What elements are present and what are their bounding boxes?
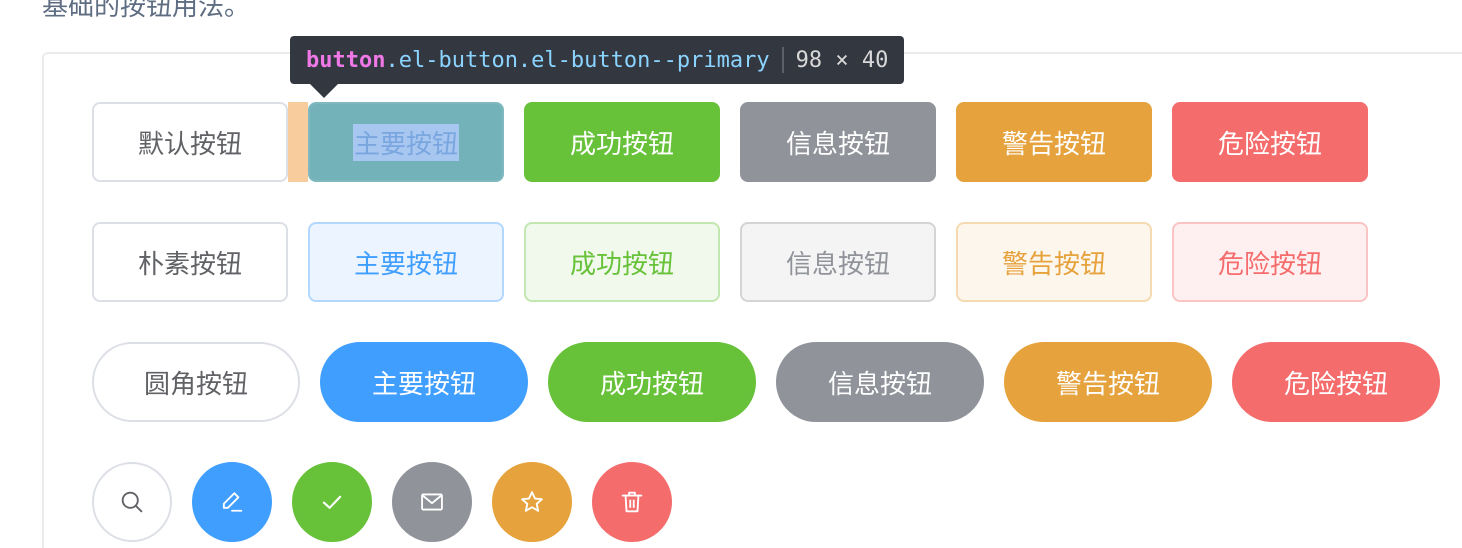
tooltip-separator	[781, 47, 784, 73]
edit-icon	[222, 492, 243, 512]
plain-primary-button[interactable]: 主要按钮	[308, 222, 504, 302]
round-success-button[interactable]: 成功按钮	[548, 342, 756, 422]
plain-success-button[interactable]: 成功按钮	[524, 222, 720, 302]
round-warning-button[interactable]: 警告按钮	[1004, 342, 1212, 422]
success-button[interactable]: 成功按钮	[524, 102, 720, 182]
delete-icon	[621, 491, 643, 513]
round-danger-button[interactable]: 危险按钮	[1232, 342, 1440, 422]
inspector-tooltip: button.el-button.el-button--primary 98 × …	[290, 36, 905, 84]
tooltip-dimensions: 98 × 40	[795, 47, 889, 73]
circle-star-button[interactable]	[492, 462, 572, 542]
check-icon	[322, 495, 342, 509]
circle-edit-button[interactable]	[192, 462, 272, 542]
message-icon	[421, 493, 443, 511]
tooltip-tag: button	[306, 47, 386, 73]
round-default-button[interactable]: 圆角按钮	[92, 342, 300, 422]
plain-danger-button[interactable]: 危险按钮	[1172, 222, 1368, 302]
round-primary-button[interactable]: 主要按钮	[320, 342, 528, 422]
circle-message-button[interactable]	[392, 462, 472, 542]
plain-warning-button[interactable]: 警告按钮	[956, 222, 1152, 302]
circle-check-button[interactable]	[292, 462, 372, 542]
star-icon	[521, 491, 543, 512]
inspector-margin-overlay	[288, 102, 308, 182]
intro-text: 基础的按钮用法。	[42, 0, 251, 22]
default-button[interactable]: 默认按钮	[92, 102, 288, 182]
plain-default-button[interactable]: 朴素按钮	[92, 222, 288, 302]
tooltip-classes: .el-button.el-button--primary	[385, 47, 770, 73]
search-icon	[121, 491, 143, 513]
plain-info-button[interactable]: 信息按钮	[740, 222, 936, 302]
tooltip-arrow	[310, 84, 338, 98]
circle-search-button[interactable]	[92, 462, 172, 542]
selected-text: 主要按钮	[352, 123, 459, 161]
round-info-button[interactable]: 信息按钮	[776, 342, 984, 422]
info-button[interactable]: 信息按钮	[740, 102, 936, 182]
circle-delete-button[interactable]	[592, 462, 672, 542]
warning-button[interactable]: 警告按钮	[956, 102, 1152, 182]
primary-button[interactable]: 主要按钮	[308, 102, 504, 182]
danger-button[interactable]: 危险按钮	[1172, 102, 1368, 182]
